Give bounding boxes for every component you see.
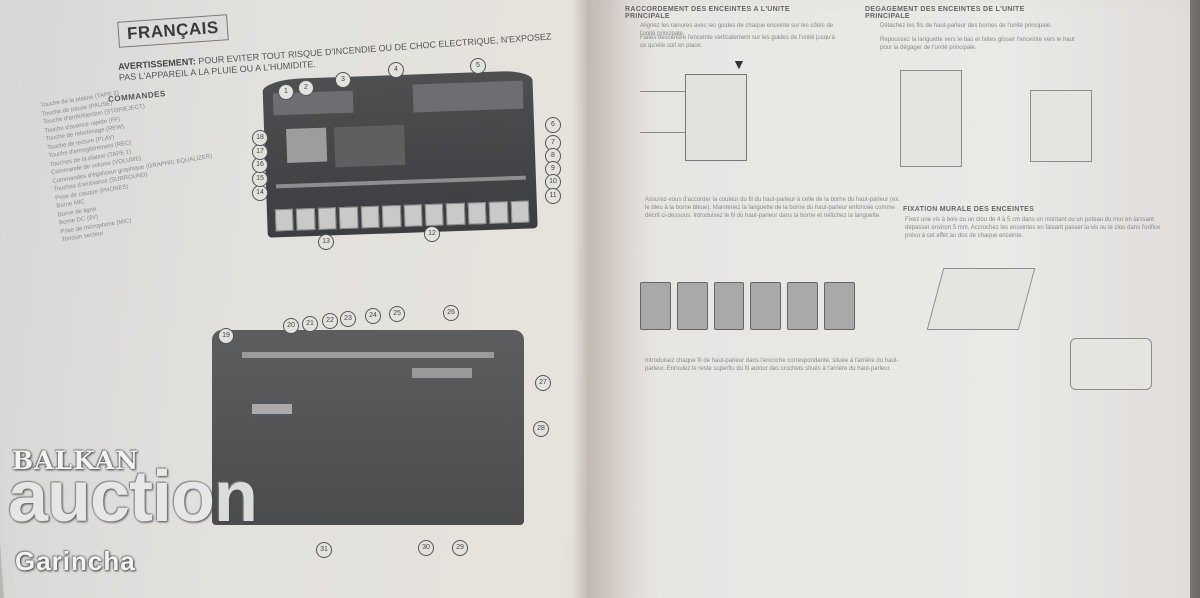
callout-6: 6 [545, 117, 561, 133]
connection-step-1: Alignez les rainures avec les guides de … [640, 23, 834, 37]
tuner-panel [412, 80, 524, 113]
removal-step-2: Repoussez la languette vers le bas et fa… [880, 37, 1075, 51]
speaker-attach-illustration: ▼ [640, 56, 820, 176]
speaker-removal-illustration-1 [900, 70, 962, 167]
callout-10: 10 [545, 174, 561, 190]
speaker-terminal-illustration [640, 282, 855, 330]
callout-26: 26 [443, 305, 459, 321]
callout-27: 27 [535, 375, 551, 391]
section-heading-connection: RACCORDEMENT DES ENCEINTES A L'UNITE PRI… [625, 6, 790, 20]
removal-step-1: Détachez les fils de haut-parleur des bo… [880, 23, 1052, 29]
callout-31: 31 [316, 542, 332, 558]
speaker-removal-illustration-2 [1030, 90, 1092, 162]
watermark-balkan: BALKAN [12, 446, 140, 475]
callout-28: 28 [533, 421, 549, 437]
speaker-hook-illustration [1070, 338, 1152, 390]
switch-group [252, 404, 292, 414]
equalizer-sliders [334, 124, 406, 168]
callout-25: 25 [389, 306, 405, 322]
stereo-top-diagram [212, 330, 524, 525]
connection-step-4: Introduisez chaque fil de haut-parleur d… [645, 358, 899, 372]
connection-step-2: Faites descendre l'enceinte verticalemen… [640, 35, 835, 49]
callout-5: 5 [470, 58, 486, 74]
callout-17: 17 [252, 144, 268, 160]
callout-3: 3 [335, 72, 351, 88]
callout-9: 9 [545, 161, 561, 177]
callout-22: 22 [322, 313, 338, 329]
callout-2: 2 [298, 80, 314, 96]
watermark-garincha: Garincha [15, 546, 136, 576]
callout-24: 24 [365, 308, 381, 324]
transport-keys [274, 200, 530, 232]
cassette-window [286, 127, 328, 163]
callout-29: 29 [452, 540, 468, 556]
callout-19: 19 [218, 328, 234, 344]
callout-23: 23 [340, 311, 356, 327]
callout-15: 15 [252, 171, 268, 187]
callout-20: 20 [283, 318, 299, 334]
handle-rail [242, 352, 494, 358]
wall-mounted-speaker-illustration [926, 268, 1036, 330]
divider-strip [275, 175, 526, 189]
callout-21: 21 [302, 316, 318, 332]
callout-4: 4 [388, 62, 404, 78]
wall-mount-text: Fixez une vis à bois ou un clou de 4 à 5… [905, 217, 1161, 239]
callout-1: 1 [278, 84, 294, 100]
callout-12: 12 [424, 226, 440, 242]
callout-30: 30 [418, 540, 434, 556]
section-heading-wall-mount: FIXATION MURALE DES ENCEINTES [903, 206, 1035, 213]
down-arrow-icon: ▼ [732, 56, 746, 72]
callout-11: 11 [545, 188, 561, 204]
callout-13: 13 [318, 234, 334, 250]
button-group [412, 368, 472, 378]
callout-18: 18 [252, 130, 268, 146]
section-heading-removal: DEGAGEMENT DES ENCEINTES DE L'UNITE PRIN… [865, 6, 1025, 20]
watermark-auction: auction [8, 457, 258, 537]
connection-step-3: Assurez-vous d'accorder la couleur du fi… [645, 197, 900, 219]
callout-14: 14 [252, 185, 268, 201]
